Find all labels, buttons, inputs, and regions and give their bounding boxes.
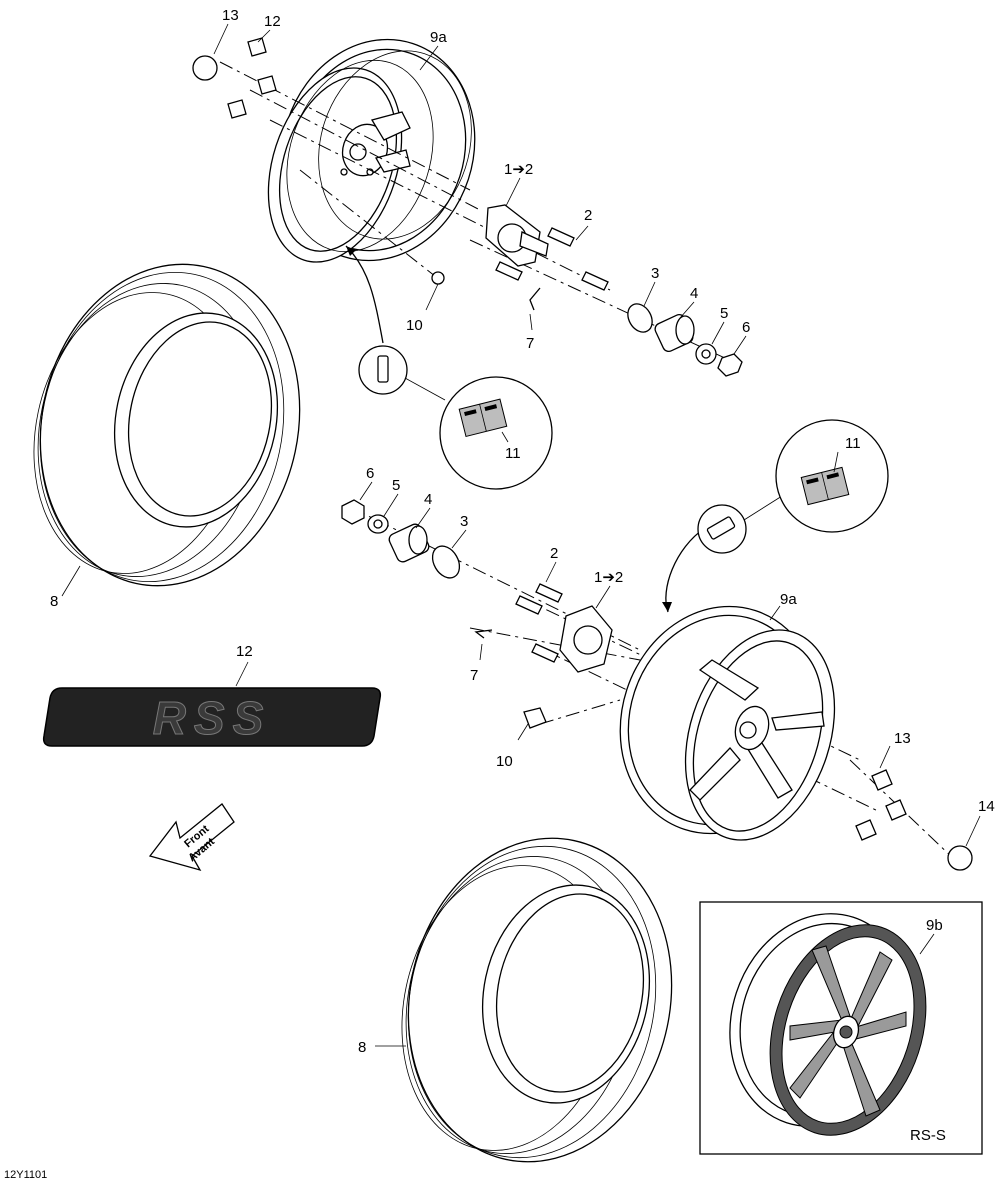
callout-5-top: 5 xyxy=(720,305,728,322)
callout-13-top: 13 xyxy=(222,7,239,24)
top-callouts: 13 12 9a 1➔2 2 3 4 5 6 7 10 xyxy=(213,7,750,355)
callout-10-mid: 10 xyxy=(496,753,513,770)
callout-2-top: 2 xyxy=(584,207,592,224)
callout-11-left: 11 xyxy=(505,445,521,462)
callout-6-mid: 6 xyxy=(366,465,374,482)
middle-hub-assembly xyxy=(341,499,956,861)
front-direction-arrow: Front Avant xyxy=(148,803,235,872)
callout-7-top: 7 xyxy=(526,335,534,352)
callout-7-mid: 7 xyxy=(470,667,478,684)
callout-12-top: 12 xyxy=(264,13,281,30)
callout-14: 14 xyxy=(978,798,995,815)
rss-logo-decal: 12 RSS xyxy=(42,643,382,747)
callout-9a-mid: 9a xyxy=(780,591,797,608)
top-detail-callout-11: 11 xyxy=(345,245,553,490)
callout-8-bottom: 8 xyxy=(358,1039,366,1056)
rss-logo-text: RSS xyxy=(153,692,272,744)
top-tire xyxy=(33,263,301,587)
rs-s-wheel-inset: 9b RS-S xyxy=(699,901,983,1155)
callout-5-mid: 5 xyxy=(392,477,400,494)
callout-4-top: 4 xyxy=(690,285,698,302)
bottom-tire xyxy=(401,837,673,1163)
callout-11-right: 11 xyxy=(845,435,861,452)
callout-2-mid: 2 xyxy=(550,545,558,562)
callout-8-top: 8 xyxy=(50,593,58,610)
top-hub-assembly xyxy=(192,37,743,377)
top-wheel-rim xyxy=(267,38,476,263)
callout-3-mid: 3 xyxy=(460,513,468,530)
figure-code: 12Y1101 xyxy=(4,1169,47,1181)
callout-9b: 9b xyxy=(926,917,943,934)
callout-12-logo: 12 xyxy=(236,643,253,660)
callout-13-mid: 13 xyxy=(894,730,911,747)
middle-lug-nuts xyxy=(855,769,973,871)
middle-detail-callout-11: 11 xyxy=(662,419,889,613)
inset-label-rs-s: RS-S xyxy=(910,1127,946,1144)
callout-4-mid: 4 xyxy=(424,491,432,508)
callout-9a-top: 9a xyxy=(430,29,447,46)
callout-10-top: 10 xyxy=(406,317,423,334)
callout-6-top: 6 xyxy=(742,319,750,336)
callout-3-top: 3 xyxy=(651,265,659,282)
middle-callouts: 6 5 4 3 2 1➔2 9a 7 10 13 14 xyxy=(359,465,995,847)
middle-wheel-rim xyxy=(619,605,836,841)
callout-1to2-mid: 1➔2 xyxy=(594,569,623,586)
callout-1to2-top: 1➔2 xyxy=(504,161,533,178)
